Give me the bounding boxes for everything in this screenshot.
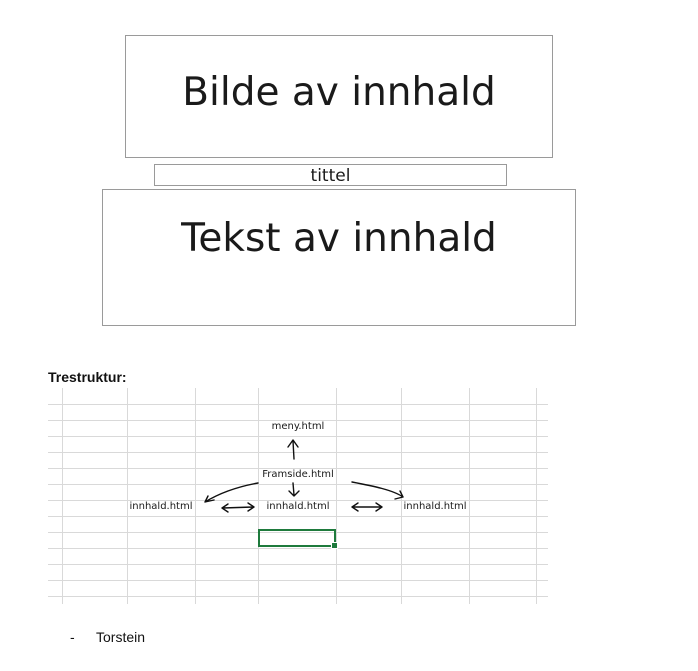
selected-cell[interactable] xyxy=(258,529,338,549)
image-placeholder-label: Bilde av innhald xyxy=(182,70,496,115)
fill-handle[interactable] xyxy=(331,542,338,549)
title-placeholder-label: tittel xyxy=(310,166,351,186)
grid-horizontal-lines xyxy=(48,404,548,597)
grid-vertical-lines xyxy=(62,388,537,604)
image-placeholder-box: Bilde av innhald xyxy=(125,35,553,158)
arrow-down-to-center-content xyxy=(288,482,300,497)
list-item-text: Torstein xyxy=(96,629,146,645)
hand-drawn-arrows xyxy=(204,439,404,513)
list-item: - Torstein xyxy=(70,629,145,645)
text-placeholder-box: Tekst av innhald xyxy=(102,189,576,326)
arrow-to-left-content xyxy=(204,482,259,503)
list-item-marker: - xyxy=(70,629,75,645)
tree-structure-heading: Trestruktur: xyxy=(48,369,127,385)
text-placeholder-label: Tekst av innhald xyxy=(181,216,497,261)
title-placeholder-box: tittel xyxy=(154,164,507,186)
tree-node-content-right: innhald.html xyxy=(402,501,468,512)
spreadsheet-grid: meny.html Framside.html innhald.html inn… xyxy=(48,388,548,604)
double-arrow-right xyxy=(351,502,383,512)
arrow-up-to-menu xyxy=(287,439,299,460)
grid-lines xyxy=(48,388,548,604)
arrow-to-right-content xyxy=(351,481,404,500)
tree-node-content-center: innhald.html xyxy=(265,501,331,512)
double-arrow-left xyxy=(221,502,255,513)
tree-node-content-left: innhald.html xyxy=(128,501,194,512)
tree-node-menu: meny.html xyxy=(270,421,326,432)
tree-node-front-page: Framside.html xyxy=(261,469,335,480)
